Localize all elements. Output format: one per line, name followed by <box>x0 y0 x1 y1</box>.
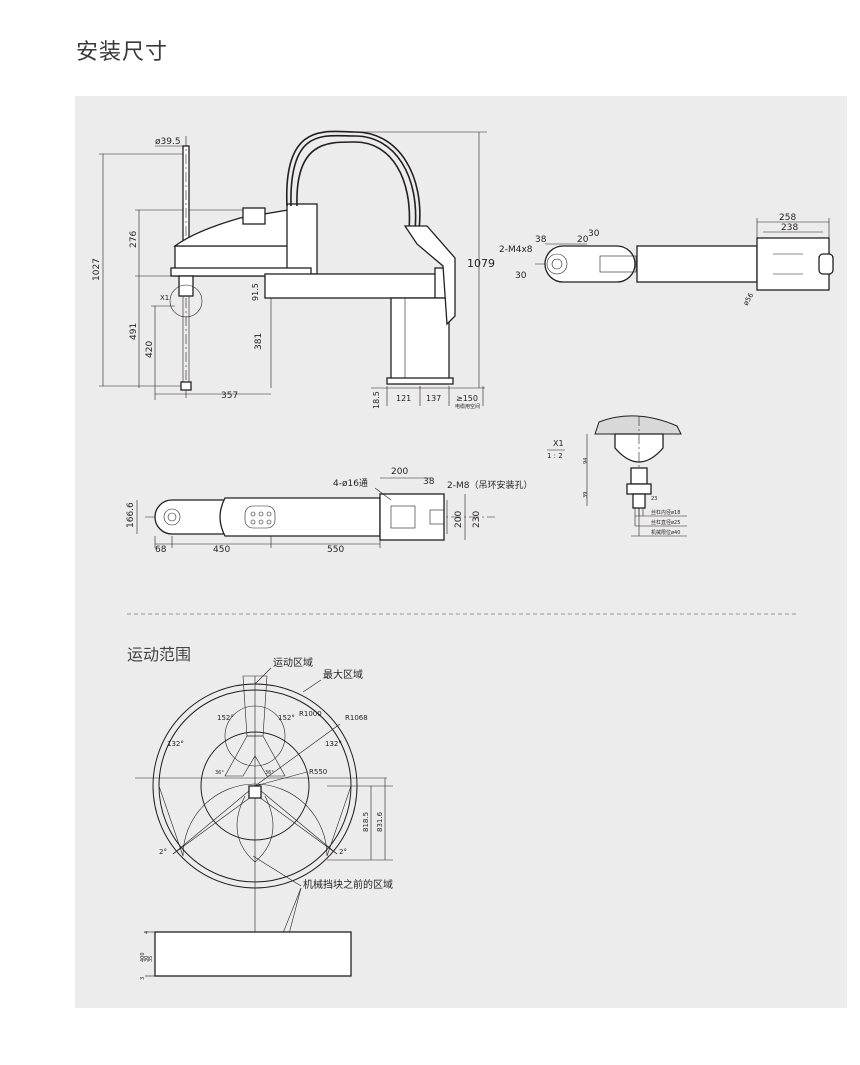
dim-23: 23 <box>651 496 657 502</box>
dim-450: 450 <box>213 545 230 555</box>
label-max-zone: 最大区域 <box>323 668 363 681</box>
side-arm-end <box>544 245 636 283</box>
page-title: 安装尺寸 <box>76 40 169 65</box>
dim-18-5: 18.5 <box>372 391 381 409</box>
angle-152-right: 152° <box>278 714 295 722</box>
dim-818-5: 818.5 <box>362 812 370 832</box>
drawing-panel: 1027 276 491 420 ø39.5 <box>75 96 847 1008</box>
dim-68: 68 <box>155 545 167 555</box>
detail-x1-scale: 1 : 2 <box>547 452 563 460</box>
dim-276: 276 <box>129 231 139 248</box>
dim-238: 238 <box>781 223 798 233</box>
dim-831-6: 831.6 <box>376 811 384 832</box>
detail-x1-circle <box>169 284 203 318</box>
dim-30-top: 30 <box>588 229 600 239</box>
dim-m4x8: 2-M4x8 <box>499 245 533 255</box>
dim-38: 38 <box>535 235 547 245</box>
robot-base-column <box>390 297 450 383</box>
dim-v30: 30 <box>144 956 150 962</box>
angle-36-left: 36° <box>215 770 224 776</box>
angle-132-right: 132° <box>325 740 342 748</box>
dim-m8: 2-M8（吊环安装孔） <box>447 479 532 491</box>
cable-connector <box>403 225 456 326</box>
front-view: 1027 276 491 420 ø39.5 <box>92 130 495 410</box>
note-screw-inner: 丝杠内径ø18 <box>651 509 680 516</box>
dim-137: 137 <box>426 394 441 403</box>
dim-shaft-dia: ø39.5 <box>155 137 181 147</box>
dim-1027: 1027 <box>92 258 102 281</box>
dim-1079: 1079 <box>467 257 495 270</box>
x1-flange <box>594 415 682 435</box>
angle-132-left: 132° <box>167 740 184 748</box>
angle-36-right: 36° <box>265 770 274 776</box>
radius-1000: R1000 <box>299 710 322 718</box>
side-arm-middle <box>636 245 758 283</box>
dim-20: 20 <box>577 235 589 245</box>
dim-258: 258 <box>779 213 796 223</box>
dim-v35: 35 <box>148 956 154 962</box>
dim-39: 39 <box>583 492 589 498</box>
angle-152-left: 152° <box>217 714 234 722</box>
dim-381: 381 <box>254 333 264 350</box>
dim-30-left: 30 <box>515 271 527 281</box>
motion-range-diagram: 152° 152° 132° 132° 36° 36° 2° 2° R1000 … <box>135 656 393 980</box>
dim-491: 491 <box>129 323 139 340</box>
side-base <box>756 237 830 291</box>
radius-550: R550 <box>309 768 327 776</box>
dim-94: 94 <box>583 458 589 464</box>
angle-2-right: 2° <box>339 848 347 856</box>
side-view: 258 238 2-M4x8 38 20 30 30 ø56 <box>499 213 834 307</box>
dim-230: 230 <box>472 511 482 528</box>
dim-phi56: ø56 <box>742 291 756 307</box>
dim-200-side: 200 <box>454 511 464 528</box>
dim-38-top: 38 <box>423 477 435 487</box>
note-mech-limit: 机械限位ø40 <box>651 529 680 536</box>
motion-range-title: 运动范围 <box>127 645 192 664</box>
detail-x1-label: X1 <box>553 439 564 448</box>
dim-166-6: 166.6 <box>126 502 136 528</box>
dim-420: 420 <box>145 341 155 358</box>
cable-duct <box>290 134 417 231</box>
joint-housing <box>286 203 318 275</box>
top-base <box>379 493 445 541</box>
dim-550: 550 <box>327 545 344 555</box>
cable-space-note: 电缆用空间 <box>455 403 480 410</box>
technical-drawing: 1027 276 491 420 ø39.5 <box>92 130 834 980</box>
dim-holes: 4-ø16通 <box>333 478 368 489</box>
angle-2-left: 2° <box>159 848 167 856</box>
vertical-stroke-range <box>154 931 352 977</box>
label-motion-zone: 运动区域 <box>273 656 313 669</box>
dim-91-5: 91.5 <box>251 283 260 301</box>
dim-v400: 400 <box>140 952 146 962</box>
note-screw-dia: 丝杠直径ø25 <box>651 519 680 526</box>
label-stop-zone: 机械挡块之前的区域 <box>303 878 393 891</box>
dim-200-top: 200 <box>391 467 408 477</box>
top-second-arm <box>219 497 381 537</box>
label-x1: X1 <box>160 294 169 302</box>
second-arm <box>264 273 438 299</box>
dim-150: ≥150 <box>456 394 478 403</box>
dim-121: 121 <box>396 394 411 403</box>
dim-v3: 3 <box>140 977 146 980</box>
dim-v4: 4 <box>144 931 150 934</box>
dim-357: 357 <box>221 391 238 401</box>
radius-1068: R1068 <box>345 714 368 722</box>
detail-x1: X1 1 : 2 94 39 23 丝杠内径ø18 丝杠直径ø25 机械限位ø4… <box>547 415 687 537</box>
top-view: 4-ø16通 200 38 2-M8（吊环安装孔） 166.6 68 450 5… <box>126 467 532 555</box>
